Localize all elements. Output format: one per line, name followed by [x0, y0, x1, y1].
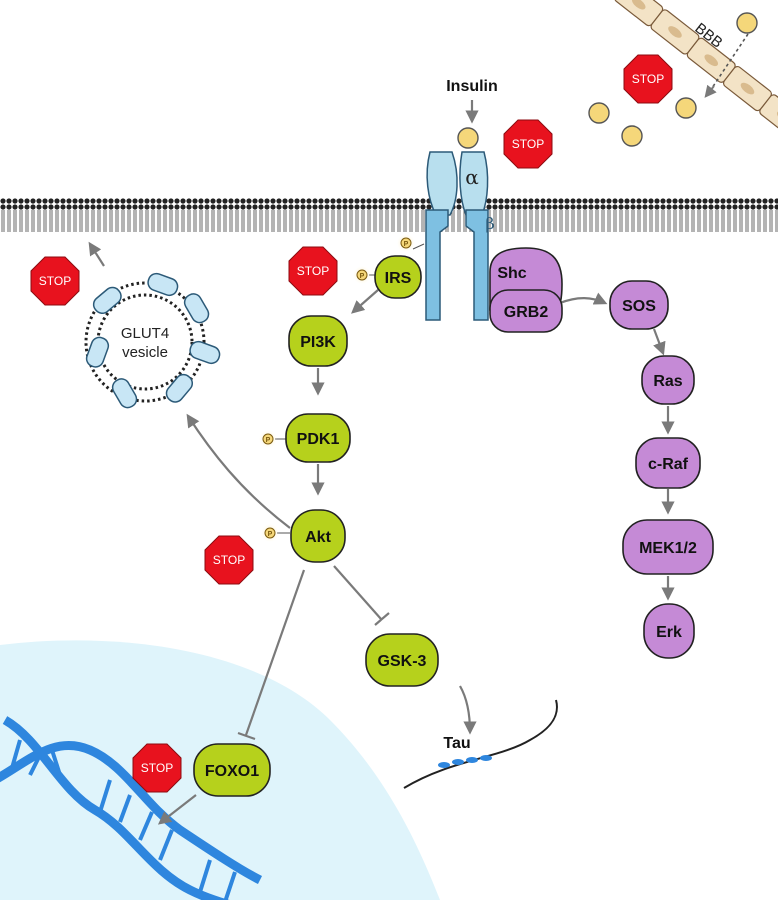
svg-text:Akt: Akt	[305, 529, 331, 546]
insulin-receptor: α β	[425, 151, 495, 321]
node-gsk3: GSK-3	[365, 633, 439, 687]
blood-brain-barrier: BBB	[614, 0, 778, 140]
node-foxo1: FOXO1	[193, 743, 271, 797]
svg-text:P: P	[266, 437, 271, 444]
insulin-molecules	[457, 12, 758, 149]
stop-sign-icon: STOP	[623, 54, 673, 104]
pathway-connectors	[157, 289, 675, 825]
stop-sign-icon: STOP	[503, 119, 553, 169]
node-pdk1: PDK1	[285, 413, 351, 463]
svg-text:P: P	[268, 531, 273, 538]
node-akt: Akt	[290, 509, 346, 563]
cell-membrane	[0, 198, 778, 232]
svg-text:FOXO1: FOXO1	[205, 763, 259, 780]
glut4-vesicle: GLUT4 vesicle	[84, 272, 221, 409]
node-grb2: GRB2	[504, 304, 549, 321]
node-irs: IRS	[374, 255, 422, 299]
svg-text:P: P	[404, 241, 409, 248]
svg-text:STOP: STOP	[632, 72, 664, 86]
bbb-transport-arrow	[711, 33, 749, 89]
svg-text:STOP: STOP	[141, 761, 173, 775]
vesicle-translocation-arrow	[88, 241, 105, 267]
svg-text:c-Raf: c-Raf	[648, 456, 689, 473]
dna-helix-icon	[0, 716, 263, 900]
stop-sign-icon: STOP	[30, 256, 80, 306]
phospho-tag-icon: P	[261, 524, 290, 542]
node-mek: MEK1/2	[622, 519, 714, 575]
node-ras: Ras	[641, 355, 695, 405]
insulin-label: Insulin	[446, 78, 498, 95]
svg-text:STOP: STOP	[297, 264, 329, 278]
svg-text:STOP: STOP	[213, 553, 245, 567]
node-pi3k: PI3K	[288, 315, 348, 367]
tau-protein: Tau	[403, 699, 558, 789]
svg-text:GSK-3: GSK-3	[378, 653, 427, 670]
svg-text:P: P	[360, 273, 365, 280]
svg-text:MEK1/2: MEK1/2	[639, 540, 697, 557]
glut4-label-line1: GLUT4	[121, 325, 169, 342]
svg-text:IRS: IRS	[385, 270, 412, 287]
phospho-tag-icon: P	[397, 234, 425, 252]
phospho-tag-icon: P	[259, 430, 286, 448]
beta-subunit-label: β	[485, 214, 494, 233]
node-shc: Shc	[497, 265, 526, 282]
svg-text:Ras: Ras	[653, 373, 682, 390]
stop-sign-icon: STOP	[204, 535, 254, 585]
svg-text:STOP: STOP	[512, 137, 544, 151]
stop-sign-icon: STOP	[288, 246, 338, 296]
svg-text:PDK1: PDK1	[297, 431, 340, 448]
svg-text:PI3K: PI3K	[300, 334, 336, 351]
svg-text:Erk: Erk	[656, 624, 682, 641]
node-craf: c-Raf	[635, 437, 701, 489]
node-erk: Erk	[643, 603, 695, 659]
node-sos: SOS	[609, 280, 669, 330]
node-shc-grb2: Shc GRB2	[489, 247, 563, 333]
tau-label: Tau	[443, 735, 470, 752]
svg-text:SOS: SOS	[622, 298, 656, 315]
glut4-label-line2: vesicle	[122, 344, 168, 361]
stop-sign-icon: STOP	[132, 743, 182, 793]
svg-text:STOP: STOP	[39, 274, 71, 288]
alpha-subunit-label: α	[465, 165, 479, 189]
